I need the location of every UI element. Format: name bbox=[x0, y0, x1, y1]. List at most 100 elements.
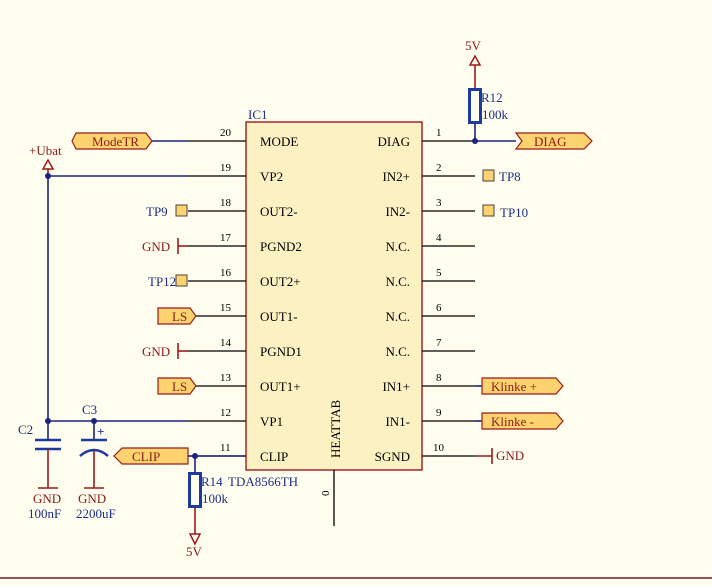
resistor-body-inner bbox=[471, 91, 479, 121]
component-ref: R12 bbox=[481, 90, 503, 105]
port-ls-1[interactable]: LS bbox=[157, 307, 197, 325]
testpoint-tp10[interactable]: TP10 bbox=[482, 204, 528, 220]
port-label: CLIP bbox=[132, 449, 160, 464]
port-shape bbox=[481, 412, 564, 430]
pin-name: OUT1+ bbox=[260, 379, 301, 394]
power-5v-top[interactable]: 5V bbox=[465, 38, 482, 66]
gnd-label: GND bbox=[33, 491, 61, 506]
gnd-label: GND bbox=[142, 239, 170, 254]
gnd-label: GND bbox=[496, 448, 524, 463]
testpoint-tp8[interactable]: TP8 bbox=[482, 169, 521, 184]
port-diag[interactable]: DIAG bbox=[514, 132, 593, 150]
cap-curved-plate bbox=[79, 448, 109, 457]
resistor-r14[interactable]: R14 100k bbox=[188, 456, 229, 534]
ic-ref: IC1 bbox=[248, 107, 268, 122]
port-ls-2[interactable]: LS bbox=[157, 377, 197, 395]
gnd-pin17[interactable]: GND bbox=[142, 238, 188, 254]
port-label: Klinke + bbox=[491, 379, 537, 394]
pin-number: 19 bbox=[220, 162, 232, 174]
resistor-r12[interactable]: R12 100k bbox=[468, 65, 509, 141]
pin-number: 15 bbox=[220, 302, 232, 314]
port-label: DIAG bbox=[534, 134, 567, 149]
port-klinke-minus[interactable]: Klinke - bbox=[481, 412, 564, 430]
pin-number: 4 bbox=[436, 232, 442, 244]
pin-name: N.C. bbox=[385, 344, 410, 359]
gnd-pin10[interactable]: GND bbox=[475, 448, 524, 464]
resistor-body-inner bbox=[191, 475, 199, 505]
power-arrow-icon bbox=[41, 158, 55, 170]
pin-number: 13 bbox=[220, 372, 232, 384]
testpoint-tp9[interactable]: TP9 bbox=[146, 204, 188, 219]
port-shape bbox=[157, 377, 197, 395]
port-label: Klinke - bbox=[491, 414, 534, 429]
power-arrow-icon bbox=[188, 533, 202, 546]
testpoint-pad bbox=[482, 169, 495, 182]
pin-name: SGND bbox=[375, 449, 410, 464]
pin-number: 1 bbox=[436, 127, 442, 139]
pin-name: VP1 bbox=[260, 414, 283, 429]
ic-body-label: HEATTAB bbox=[328, 399, 343, 458]
pin-number: 11 bbox=[220, 442, 231, 454]
pin-number: 9 bbox=[436, 407, 442, 419]
pin-name: OUT2- bbox=[260, 204, 298, 219]
port-clip[interactable]: CLIP bbox=[113, 447, 189, 465]
component-value: 100k bbox=[482, 107, 509, 122]
pin-number: 14 bbox=[220, 337, 232, 349]
pin-name: N.C. bbox=[385, 274, 410, 289]
pin-name: PGND1 bbox=[260, 344, 302, 359]
pin-number: 12 bbox=[220, 407, 231, 419]
pin-name: PGND2 bbox=[260, 239, 302, 254]
pin-name: N.C. bbox=[385, 309, 410, 324]
pin-number: 20 bbox=[220, 127, 232, 139]
testpoint-label: TP12 bbox=[148, 274, 176, 289]
pin-number: 8 bbox=[436, 372, 442, 384]
power-arrow-icon bbox=[468, 54, 482, 66]
pin-number: 3 bbox=[436, 197, 442, 209]
pin-number: 16 bbox=[220, 267, 232, 279]
port-shape bbox=[157, 307, 197, 325]
testpoint-label: TP8 bbox=[499, 169, 521, 184]
pin-name: VP2 bbox=[260, 169, 283, 184]
port-label: LS bbox=[172, 379, 187, 394]
pin-name: IN2- bbox=[385, 204, 410, 219]
port-klinke-plus[interactable]: Klinke + bbox=[481, 377, 564, 395]
pin-name: IN2+ bbox=[382, 169, 410, 184]
testpoint-pad bbox=[175, 204, 188, 217]
capacitor-c3[interactable]: C3 + GND 2200uF bbox=[76, 402, 116, 521]
pin-number: 17 bbox=[220, 232, 232, 244]
ic-right-pins: 1 2 3 4 5 6 7 8 9 10 DIAG IN2+ IN2- N.C.… bbox=[375, 127, 475, 464]
testpoint-label: TP10 bbox=[500, 205, 528, 220]
pin-name: OUT1- bbox=[260, 309, 298, 324]
gnd-label: GND bbox=[142, 344, 170, 359]
power-label: 5V bbox=[465, 38, 482, 53]
junction-dot bbox=[45, 418, 51, 424]
ic1[interactable]: IC1 TDA8566TH HEATTAB 0 bbox=[228, 107, 423, 526]
capacitor-c2[interactable]: C2 GND 100nF bbox=[18, 422, 61, 521]
component-ref: R14 bbox=[201, 474, 223, 489]
power-ubat[interactable]: +Ubat bbox=[29, 143, 62, 176]
component-value: 100nF bbox=[28, 506, 61, 521]
testpoint-pad bbox=[482, 204, 495, 217]
gnd-pin14[interactable]: GND bbox=[142, 343, 188, 359]
testpoint-label: TP9 bbox=[146, 204, 168, 219]
gnd-label: GND bbox=[78, 491, 106, 506]
power-5v-bottom[interactable]: 5V bbox=[186, 533, 203, 559]
pin-name: IN1- bbox=[385, 414, 410, 429]
ic-tab-pin-number: 0 bbox=[320, 490, 332, 496]
pin-name: OUT2+ bbox=[260, 274, 301, 289]
component-value: 2200uF bbox=[76, 506, 116, 521]
pin-number: 7 bbox=[436, 337, 442, 349]
pin-name: DIAG bbox=[378, 134, 411, 149]
port-label: LS bbox=[172, 309, 187, 324]
testpoint-tp12[interactable]: TP12 bbox=[148, 274, 188, 289]
pin-number: 18 bbox=[220, 197, 232, 209]
pin-number: 5 bbox=[436, 267, 442, 279]
port-shape bbox=[514, 132, 593, 150]
port-modetr[interactable]: ModeTR bbox=[71, 132, 153, 150]
pin-name: CLIP bbox=[260, 449, 288, 464]
port-label: ModeTR bbox=[92, 134, 139, 149]
power-label: +Ubat bbox=[29, 143, 62, 158]
polarity-plus-icon: + bbox=[97, 424, 104, 439]
